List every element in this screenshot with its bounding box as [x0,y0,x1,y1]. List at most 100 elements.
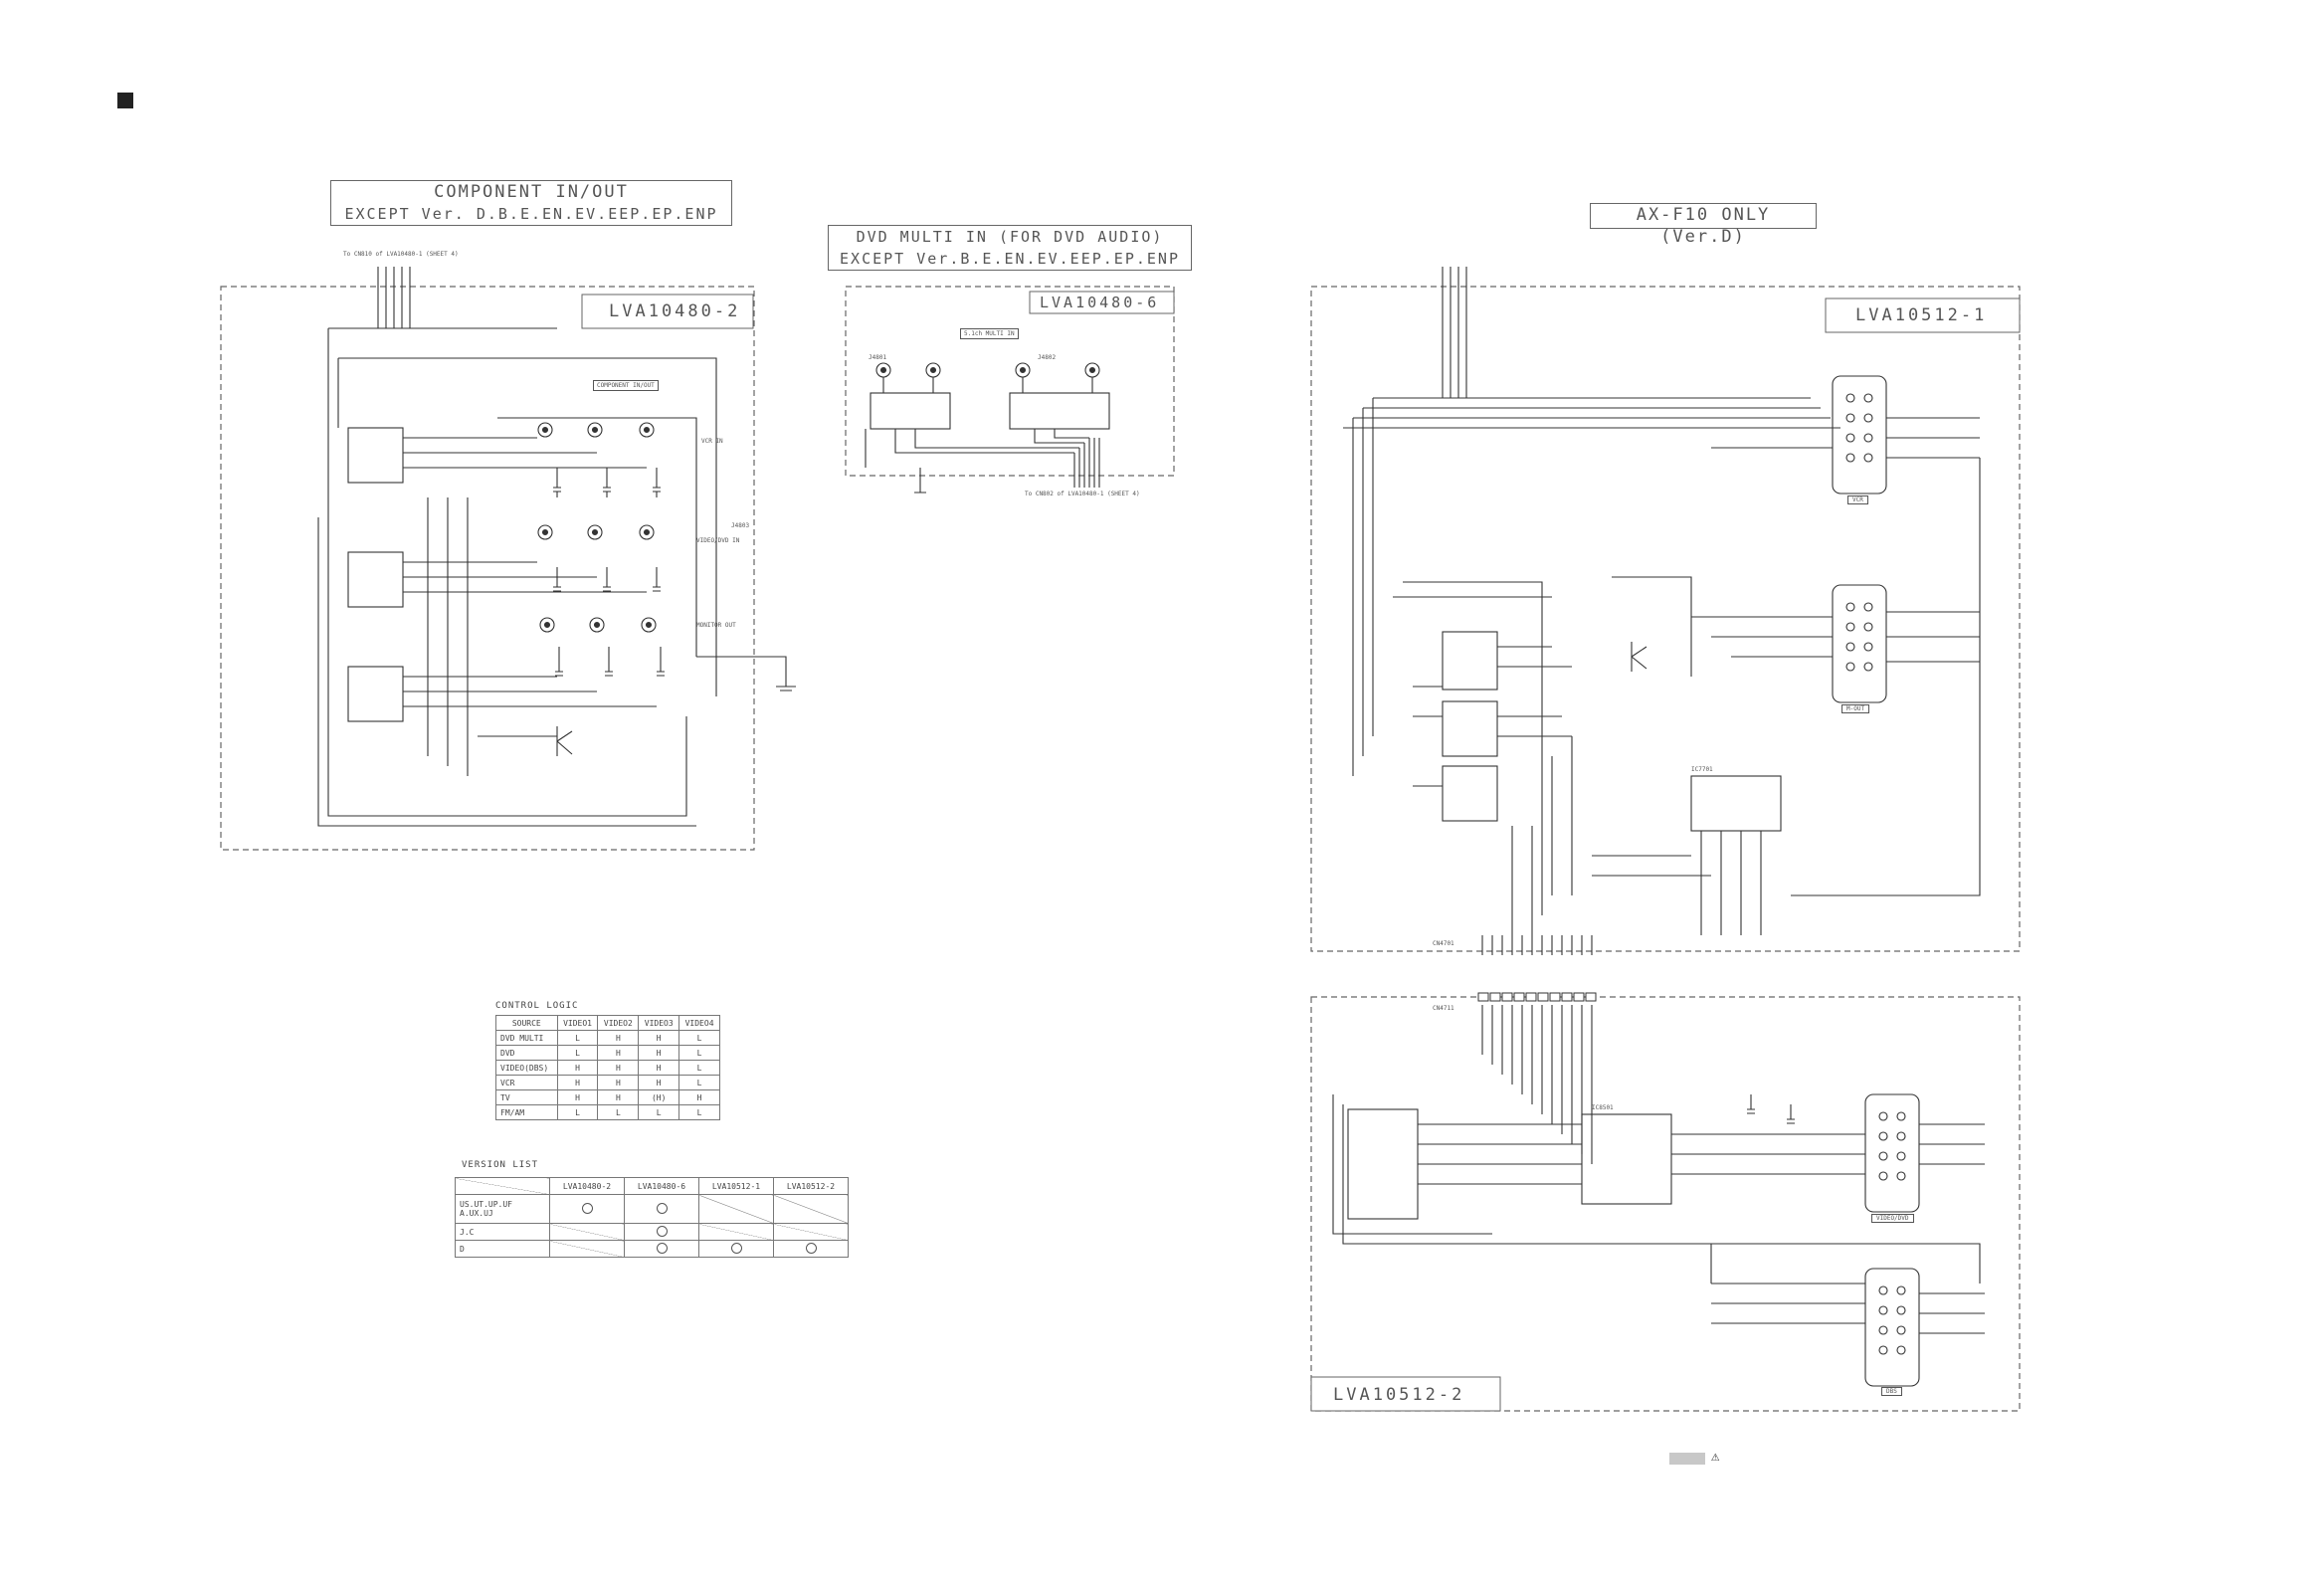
control-logic-cell: DVD [495,1045,558,1061]
component-title-line2: EXCEPT Ver. D.B.E.EN.EV.EEP.EP.ENP [344,205,718,223]
control-logic-cell: H [638,1060,680,1076]
version-list-cell [549,1194,625,1224]
included-mark [730,1242,742,1254]
control-logic-cell: H [638,1075,680,1090]
control-logic-row: FM/AM L L L L [495,1104,720,1120]
vcr-connector-label: VCR [1847,495,1868,504]
board-lva10480-6-outline [845,286,1175,477]
j4802-label: J4802 [1038,354,1057,361]
control-logic-row: TV H H (H) H [495,1089,720,1105]
version-list-cell [698,1223,774,1241]
included-mark [656,1225,668,1237]
included-mark [805,1242,817,1254]
version-list-cell [624,1240,699,1258]
safety-legend-swatch [1669,1453,1705,1465]
control-logic-header: VIDEO2 [597,1015,640,1031]
mout-connector-label: M-OUT [1841,704,1870,713]
dvd-title-line1: DVD MULTI IN (FOR DVD AUDIO) [856,228,1164,246]
dvd-title-box: DVD MULTI IN (FOR DVD AUDIO) EXCEPT Ver.… [828,225,1192,271]
included-mark [656,1242,668,1254]
control-logic-cell: L [678,1030,720,1046]
monitor-out-label: MONITOR OUT [696,622,736,629]
control-logic-cell: DVD MULTI [495,1030,558,1046]
video-dvd-connector-label: VIDEO/DVD [1871,1214,1914,1223]
component-title-line1: COMPONENT IN/OUT [434,182,629,202]
version-list-row-label: US.UT.UP.UF A.UX.UJ [455,1194,550,1224]
board-lva10480-2-outline [220,286,755,851]
control-logic-cell: H [597,1030,640,1046]
version-list-cell [698,1240,774,1258]
board-label-box-2 [1029,291,1175,314]
version-list-cell [698,1194,774,1224]
board-label-lva10480-2: LVA10480-2 [609,301,741,321]
video-dvd-in-label: VIDEO/DVD IN [696,537,740,544]
control-logic-cell: L [678,1045,720,1061]
component-title-box: COMPONENT IN/OUT EXCEPT Ver. D.B.E.EN.EV… [330,180,732,226]
board-label-lva10480-6: LVA10480-6 [1040,294,1160,311]
version-list-header: LVA10512-2 [773,1177,849,1195]
version-list-header: LVA10480-2 [549,1177,625,1195]
to-cn-label-board1: To CN810 of LVA10480-1 (SHEET 4) [343,251,459,258]
control-logic-cell: TV [495,1089,558,1105]
control-logic-cell: VCR [495,1075,558,1090]
control-logic-cell: H [638,1045,680,1061]
version-list-row-label: D [455,1240,550,1258]
component-jacks [537,422,665,677]
corner-marker [117,93,133,108]
board-label-lva10512-2: LVA10512-2 [1333,1385,1465,1405]
axf10-title: AX-F10 ONLY (Ver.D) [1636,205,1771,247]
version-list-row: D [455,1240,849,1258]
version-list-cell [624,1223,699,1241]
board-label-box-4 [1310,1376,1501,1412]
control-logic-cell: FM/AM [495,1104,558,1120]
included-mark [581,1202,593,1214]
control-logic-cell: L [556,1030,599,1046]
board-label-lva10512-1: LVA10512-1 [1855,305,1988,325]
inter-board-connector [1477,992,1597,1002]
included-mark [656,1202,668,1214]
version-list-row: J.C [455,1223,849,1241]
version-list-corner [455,1177,550,1195]
control-logic-cell: H [678,1089,720,1105]
control-logic-cell: L [678,1060,720,1076]
ch-multi-in-label: 5.1ch MULTI IN [960,328,1019,339]
ic8501-label: IC8501 [1592,1104,1614,1111]
to-cn-label-board2: To CN802 of LVA10480-1 (SHEET 4) [1025,491,1140,497]
control-logic-cell: L [597,1104,640,1120]
control-logic-row: DVD L H H L [495,1045,720,1061]
cn4701-label: CN4701 [1433,940,1454,947]
control-logic-header: VIDEO1 [556,1015,599,1031]
control-logic-cell: H [597,1075,640,1090]
version-list-caption: VERSION LIST [462,1160,539,1170]
control-logic-header: SOURCE [495,1015,558,1031]
control-logic-row: VIDEO(DBS) H H H L [495,1060,720,1076]
control-logic-header-row: SOURCE VIDEO1 VIDEO2 VIDEO3 VIDEO4 [495,1015,720,1031]
version-list-cell [773,1223,849,1241]
control-logic-caption: CONTROL LOGIC [495,1001,579,1011]
component-tag-label: COMPONENT IN/OUT [593,380,659,391]
control-logic-header: VIDEO3 [638,1015,680,1031]
board-lva10512-1-outline [1310,286,2021,952]
control-logic-cell: H [597,1060,640,1076]
version-list-header-row: LVA10480-2 LVA10480-6 LVA10512-1 LVA1051… [455,1177,849,1195]
warning-icon: ⚠ [1711,1449,1720,1465]
vcr-in-label: VCR IN [701,438,723,445]
j4803-label: J4803 [731,522,750,529]
j4801-label: J4801 [869,354,887,361]
version-list-cell [549,1223,625,1241]
control-logic-cell: H [597,1089,640,1105]
component-board-wiring [317,267,796,827]
dbs-connector-label: DBS [1881,1387,1902,1396]
version-list-row: US.UT.UP.UF A.UX.UJ [455,1194,849,1224]
control-logic-header: VIDEO4 [678,1015,720,1031]
version-list-cell [549,1240,625,1258]
board-lva10512-2-outline [1310,996,2021,1412]
control-logic-cell: VIDEO(DBS) [495,1060,558,1076]
control-logic-table: SOURCE VIDEO1 VIDEO2 VIDEO3 VIDEO4 DVD M… [495,1015,720,1120]
board-label-box-1 [581,294,754,329]
dvd-title-line2: EXCEPT Ver.B.E.EN.EV.EEP.EP.ENP [840,250,1180,268]
control-logic-cell: L [638,1104,680,1120]
control-logic-cell: H [638,1030,680,1046]
cn4711-label: CN4711 [1433,1005,1454,1012]
version-list-cell [773,1194,849,1224]
